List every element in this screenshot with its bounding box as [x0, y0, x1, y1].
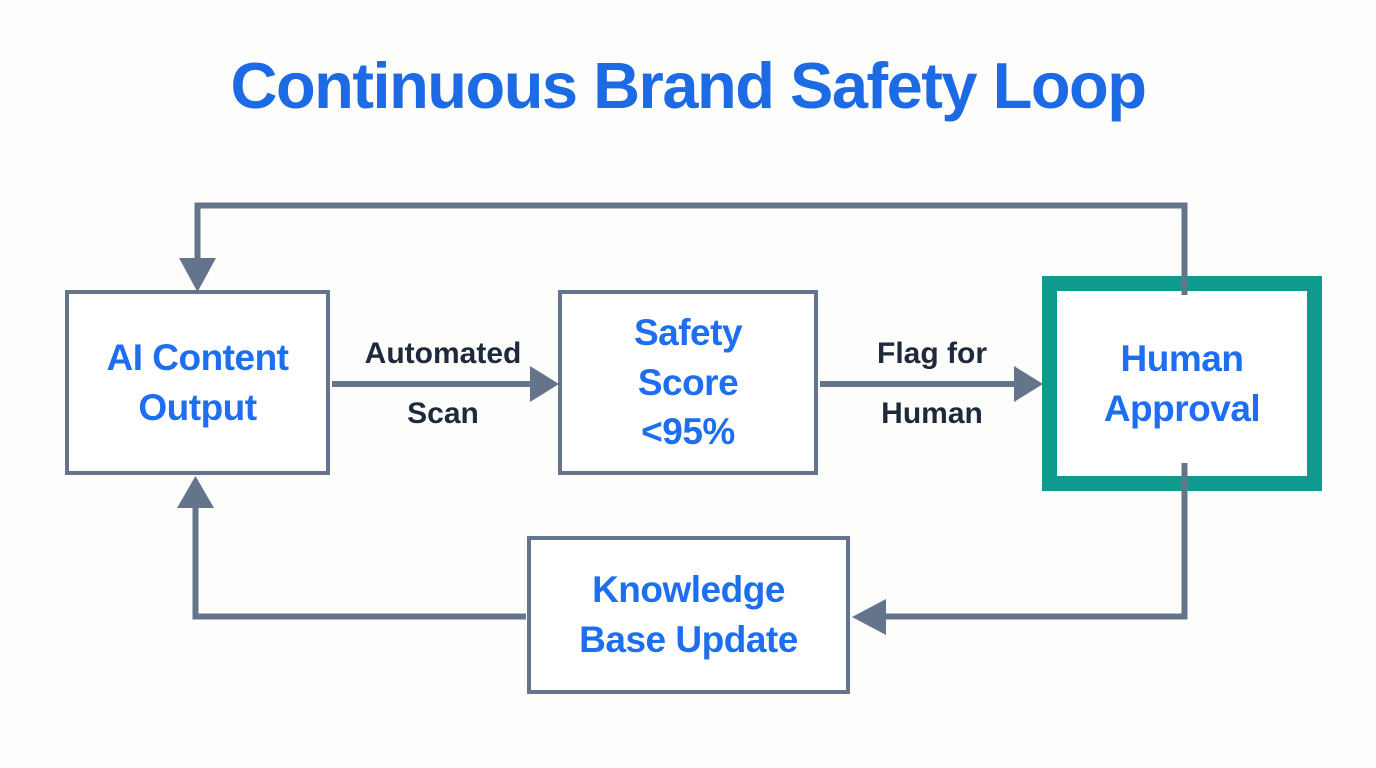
diagram-title: Continuous Brand Safety Loop — [230, 49, 1147, 122]
node-knowledge-base-update-label: Knowledge Base Update — [579, 569, 798, 660]
connector-loop-back — [179, 202, 1188, 295]
arrowhead-left-icon — [852, 599, 886, 635]
edge-label-flag-for-human: Flag for Human — [877, 337, 987, 430]
node-human-approval-label: Human Approval — [1103, 337, 1261, 429]
node-human-approval: Human Approval — [1042, 276, 1322, 491]
node-safety-score-label: Safety Score <95% — [633, 311, 743, 453]
arrowhead-down-icon — [179, 258, 216, 292]
edge-label-automated-scan: Automated Scan — [364, 337, 522, 430]
node-ai-content-output-label: AI Content Output — [106, 336, 289, 428]
arrowhead-right-icon — [530, 366, 559, 402]
node-safety-score: Safety Score <95% — [558, 290, 818, 475]
arrowhead-right-icon — [1014, 366, 1043, 402]
arrowhead-up-icon — [177, 476, 214, 508]
node-knowledge-base-update: Knowledge Base Update — [527, 536, 850, 694]
node-ai-content-output: AI Content Output — [65, 290, 330, 475]
connector-kb-to-ai — [177, 476, 526, 620]
